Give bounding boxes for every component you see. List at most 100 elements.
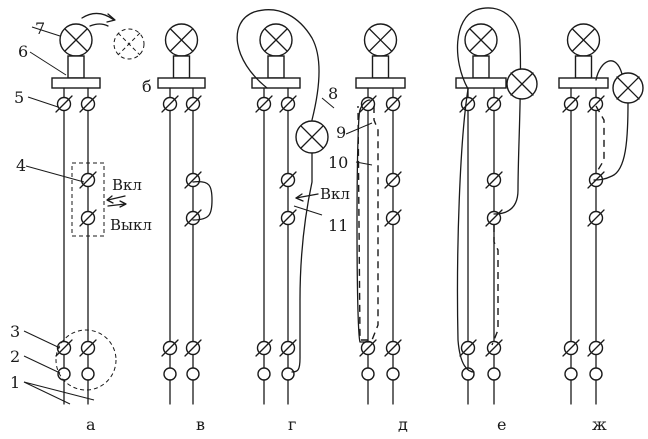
label-8: 8 — [328, 84, 338, 103]
dashed-return-wire — [356, 99, 371, 343]
socket-bar-g — [251, 77, 301, 89]
dashed-circuit — [357, 105, 379, 341]
label-10: 10 — [328, 153, 348, 172]
switch-e-0-slash — [485, 171, 503, 189]
switch-d-0-slash — [384, 171, 402, 189]
end-right-e — [487, 367, 501, 381]
socket-bar-d — [355, 77, 406, 89]
on-arrow-icon — [107, 195, 126, 201]
terminal-bottom-right-zh-slash — [587, 339, 605, 357]
terminal-bottom-left-zh-slash — [562, 339, 580, 357]
terminal-bottom-right-g-slash — [279, 339, 297, 357]
end-left-zh — [564, 367, 578, 381]
label-6b: б — [142, 77, 152, 96]
terminal-bottom-left-e-slash — [459, 339, 477, 357]
panel-letter-g: г — [288, 415, 296, 434]
switch-d-1-slash — [384, 209, 402, 227]
label-off-a: Выкл — [110, 216, 152, 234]
end-right-v — [186, 367, 200, 381]
switch-e-1-slash — [485, 209, 503, 227]
socket-bar-zh — [558, 77, 609, 89]
panels-layer — [51, 23, 609, 405]
switch-g-1-slash — [279, 209, 297, 227]
terminal-top-left-g-slash — [255, 95, 273, 113]
terminal-top-left-d-slash — [359, 95, 377, 113]
panel-letter-d: д — [398, 415, 408, 434]
panel-letter-e: е — [497, 415, 506, 434]
label-4: 4 — [16, 156, 26, 175]
end-left-v — [163, 367, 177, 381]
terminal-top-right-a-slash — [79, 95, 97, 113]
end-right-a — [81, 367, 95, 381]
panel-letter-v: в — [196, 415, 205, 434]
terminal-bottom-left-g-slash — [255, 339, 273, 357]
socket-neck-v — [172, 55, 191, 79]
end-right-zh — [589, 367, 603, 381]
lamp-d-cross-b — [368, 28, 393, 52]
terminal-bottom-right-a-slash — [79, 339, 97, 357]
terminal-bottom-right-v-slash — [184, 339, 202, 357]
label-7: 7 — [35, 19, 45, 38]
terminal-bottom-left-a-slash — [55, 339, 73, 357]
terminal-bottom-right-e-slash — [485, 339, 503, 357]
label-3: 3 — [10, 322, 20, 341]
end-right-d — [386, 367, 400, 381]
jumper-wire — [192, 180, 213, 221]
terminal-top-right-g-slash — [279, 95, 297, 113]
socket-neck-e — [472, 55, 490, 79]
end-left-g — [257, 367, 271, 381]
end-right-g — [281, 367, 295, 381]
dashed-wire-e — [491, 225, 499, 346]
labels-layer: 7 6 5 4 3 2 1 Вкл Выкл б 8 9 10 11 Вкл а… — [10, 19, 607, 434]
switch-a-0-slash — [79, 171, 97, 189]
panel-letter-a: а — [86, 415, 96, 434]
terminal-top-right-zh-slash — [587, 95, 605, 113]
label-on-g: Вкл — [320, 185, 350, 203]
terminal-top-right-v-slash — [184, 95, 202, 113]
terminal-top-right-e-slash — [485, 95, 503, 113]
label-9: 9 — [336, 123, 346, 142]
label-5: 5 — [14, 88, 24, 107]
terminal-top-right-d-slash — [384, 95, 402, 113]
socket-bar-a — [51, 77, 101, 89]
terminal-bottom-right-d-slash — [384, 339, 402, 357]
socket-bar-e — [455, 77, 507, 89]
lamp-a-cross-b — [64, 28, 88, 52]
rotation-arrow-head — [106, 13, 116, 23]
end-left-d — [361, 367, 375, 381]
on-arrow-g-icon — [295, 193, 319, 199]
switch-zh-1-slash — [587, 209, 605, 227]
dashed-wire-zh — [595, 105, 605, 171]
terminal-bottom-left-d-slash — [359, 339, 377, 357]
terminal-top-left-zh-slash — [562, 95, 580, 113]
switch-v-0-slash — [184, 171, 202, 189]
socket-neck-a — [67, 55, 85, 79]
off-arrow-icon — [107, 203, 126, 207]
terminal-top-left-e-slash — [459, 95, 477, 113]
switch-v-1-slash — [184, 209, 202, 227]
label-on-a: Вкл — [112, 176, 142, 194]
bottom-dashed-circle — [55, 329, 117, 391]
label-11: 11 — [328, 216, 348, 235]
terminal-top-left-a-slash — [55, 95, 73, 113]
socket-bar-v — [157, 77, 206, 89]
socket-neck-g — [267, 55, 285, 79]
dashed-lamp-icon — [113, 28, 145, 60]
switch-dashed-box — [71, 162, 105, 237]
switch-a-1-slash — [79, 209, 97, 227]
lamp-v-cross-b — [169, 28, 194, 52]
label-6: 6 — [18, 42, 28, 61]
loop-wire-e — [456, 7, 522, 215]
rotation-arrow-icon — [81, 12, 115, 21]
terminal-top-left-v-slash — [161, 95, 179, 113]
lamp-e-cross-b — [469, 28, 493, 52]
panel-letter-zh: ж — [592, 415, 607, 434]
lamp-g-cross-b — [264, 28, 288, 52]
rotation-arrow-back-icon — [89, 23, 109, 27]
label-2: 2 — [10, 347, 20, 366]
extras-layer — [23, 7, 644, 405]
label-1: 1 — [10, 373, 20, 392]
switch-g-0-slash — [279, 171, 297, 189]
test-lamp-loop — [236, 9, 320, 121]
